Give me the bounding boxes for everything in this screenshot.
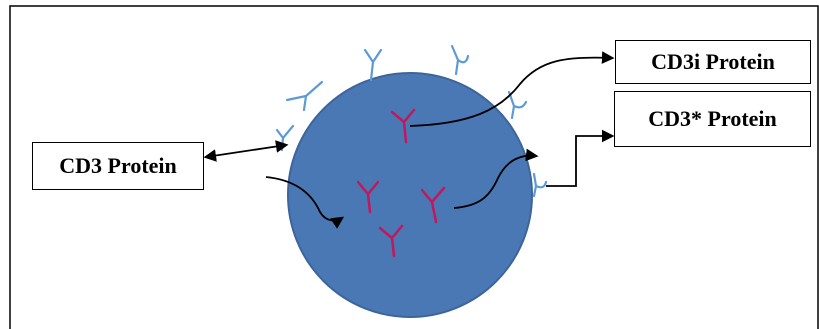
cd3-protein-text: CD3 Protein bbox=[59, 153, 177, 179]
surface-receptor-2 bbox=[452, 46, 468, 74]
arrow-cd3-surface bbox=[206, 145, 286, 157]
cd3i-protein-text: CD3i Protein bbox=[651, 49, 775, 75]
surface-receptor-1 bbox=[365, 50, 381, 80]
cd3i-protein-label: CD3i Protein bbox=[615, 40, 811, 84]
surface-receptor-4 bbox=[509, 92, 526, 118]
cell bbox=[288, 73, 532, 317]
cd3star-protein-label: CD3* Protein bbox=[614, 91, 811, 147]
cd3-protein-label: CD3 Protein bbox=[32, 142, 204, 190]
surface-receptor-6 bbox=[534, 174, 546, 196]
cd3star-protein-text: CD3* Protein bbox=[648, 106, 777, 132]
surface-receptor-3 bbox=[287, 82, 322, 110]
arrow-to-cd3star bbox=[546, 136, 612, 186]
